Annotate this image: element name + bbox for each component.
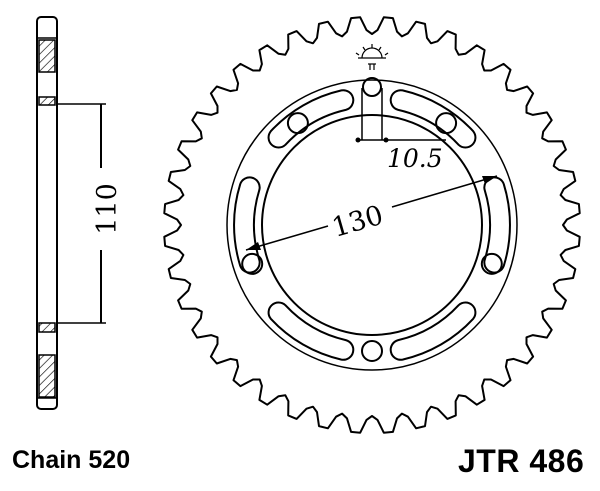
bolt-holes — [241, 112, 503, 362]
lightening-slot — [267, 301, 355, 361]
chain-size-label: Chain 520 — [12, 446, 131, 474]
side-profile-view — [36, 16, 106, 410]
lightening-slot — [267, 89, 355, 149]
part-number-label: JTR 486 — [458, 443, 585, 479]
dimension-10-5-label: 10.5 — [387, 144, 443, 173]
bolt-hole — [435, 112, 458, 135]
profile-hatch-bottom — [38, 354, 56, 398]
timing-hole — [362, 77, 382, 97]
bolt-hole — [286, 112, 309, 135]
center-bore — [261, 114, 483, 336]
bolt-hole — [480, 252, 503, 275]
timing-mark-sun-icon — [355, 44, 389, 70]
sprocket-teeth-outline — [163, 16, 581, 434]
bolt-hole — [241, 252, 264, 275]
dimension-110-label: 110 — [92, 183, 123, 235]
lightening-slot — [233, 176, 261, 274]
lightening-slots — [233, 89, 511, 361]
sprocket-root-circle — [226, 79, 518, 371]
sprocket-front-view — [163, 16, 581, 434]
profile-hatch-lower-band — [38, 322, 56, 333]
profile-hatch-top — [38, 39, 56, 73]
dimension-line-130-left — [245, 225, 329, 251]
bolt-hole — [361, 340, 383, 362]
profile-outline — [36, 16, 58, 410]
dimension-line-130-right — [391, 175, 498, 208]
lightening-slot — [389, 301, 477, 361]
lightening-slot — [389, 89, 477, 149]
profile-hatch-upper-band — [38, 96, 56, 106]
